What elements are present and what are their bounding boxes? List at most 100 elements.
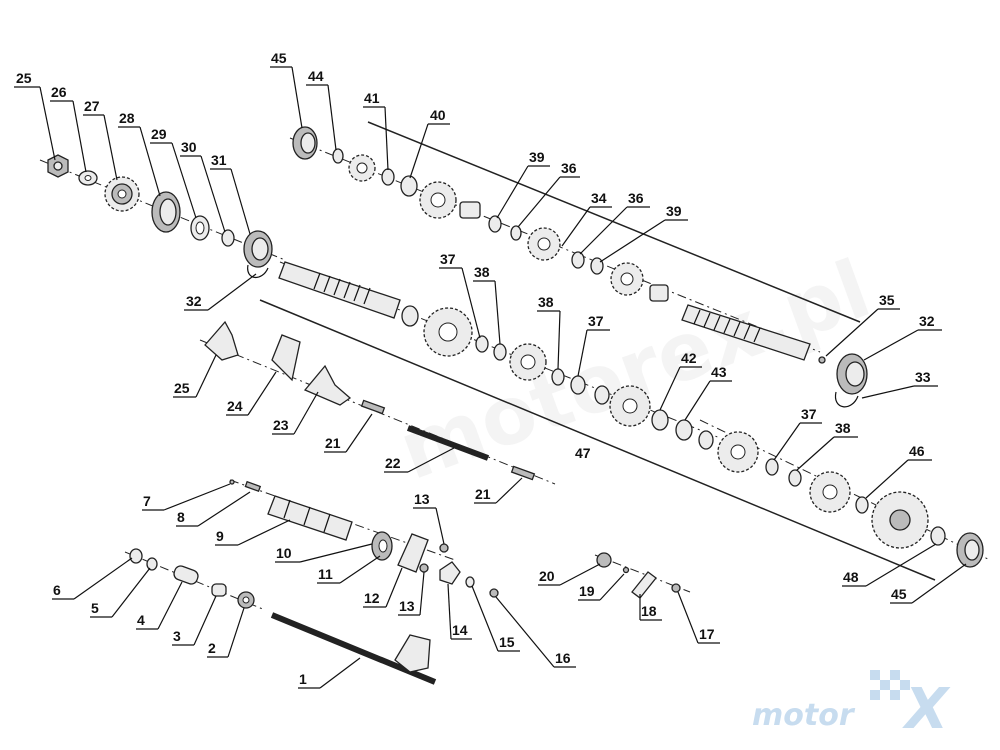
callout-14: 14 [447, 583, 472, 640]
part-12-plate [397, 533, 429, 573]
callout-17: 17 [677, 591, 720, 644]
callout-12: 12 [363, 567, 403, 608]
part-40-washer [400, 175, 418, 197]
callout-38a: 38 [473, 264, 501, 345]
part-38-washer [493, 343, 507, 361]
part-32-bearing-right [836, 353, 868, 395]
callout-9: 9 [215, 519, 291, 546]
svg-text:19: 19 [579, 583, 595, 599]
gear-lower-1 [717, 431, 759, 473]
countershaft [681, 304, 811, 361]
part-25-shift-fork [204, 320, 239, 361]
callout-21b: 21 [474, 477, 523, 504]
svg-text:9: 9 [216, 528, 224, 544]
part-45-bearing [292, 126, 318, 160]
svg-text:18: 18 [641, 603, 657, 619]
callout-5: 5 [90, 567, 151, 618]
bushing-main [401, 305, 419, 327]
part-2-spring [237, 591, 255, 609]
part-7-pin [229, 479, 235, 485]
svg-text:1: 1 [299, 671, 307, 687]
svg-text:3: 3 [173, 628, 181, 644]
svg-text:10: 10 [276, 545, 292, 561]
svg-text:6: 6 [53, 582, 61, 598]
checkered-flag-icon [870, 670, 910, 700]
svg-text:36: 36 [628, 190, 644, 206]
part-39-washer [488, 215, 502, 233]
svg-text:41: 41 [364, 90, 380, 106]
svg-text:38: 38 [474, 264, 490, 280]
callout-29: 28 [118, 110, 161, 197]
part-23-shift-fork [303, 364, 352, 406]
part-30-collar [190, 215, 210, 241]
gear-main-2 [509, 343, 547, 381]
callout-23: 23 [272, 391, 319, 435]
callout-35: 35 [825, 292, 900, 357]
callout-38b: 38 [537, 294, 561, 370]
part-3-collar [211, 583, 227, 597]
callout-39a: 39 [496, 149, 550, 219]
callout-19: 19 [578, 573, 625, 601]
svg-text:38: 38 [538, 294, 554, 310]
svg-text:12: 12 [364, 590, 380, 606]
svg-text:37: 37 [801, 406, 817, 422]
callout-45b: 45 [890, 563, 967, 604]
part-32-bearing [243, 230, 273, 268]
part-46-washer [855, 496, 869, 514]
svg-text:25: 25 [16, 70, 32, 86]
bushing-lower [698, 430, 714, 450]
callout-16: 16 [495, 596, 576, 668]
svg-text:32: 32 [919, 313, 935, 329]
callout-18: 18 [639, 594, 662, 621]
callout-13b: 13 [398, 571, 425, 616]
gear-top-3 [527, 227, 561, 261]
part-13-bolt-b [419, 563, 429, 573]
part-16-bolt [489, 588, 499, 598]
callout-labels: 25 26 27 28 29 30 31 32 45 44 41 40 39 3… [14, 50, 967, 689]
gear-lower-2 [809, 471, 851, 513]
callout-20: 20 [538, 563, 601, 586]
svg-text:21: 21 [325, 435, 341, 451]
svg-text:21: 21 [475, 486, 491, 502]
part-17-bolt [671, 583, 681, 593]
callout-32: 31 [210, 152, 251, 235]
svg-text:5: 5 [91, 600, 99, 616]
svg-text:16: 16 [555, 650, 571, 666]
svg-text:32: 32 [186, 293, 202, 309]
callout-41: 41 [363, 90, 389, 171]
gear-top-2 [419, 181, 457, 219]
callout-3: 3 [172, 595, 217, 646]
logo-mark: X [902, 677, 951, 742]
svg-text:46: 46 [909, 443, 925, 459]
part-20-spring [596, 552, 612, 568]
svg-text:13: 13 [414, 491, 430, 507]
callout-37b: 37 [577, 313, 610, 377]
callout-33b: 33 [861, 369, 938, 399]
part-1-shift-shaft [270, 612, 437, 685]
callout-43: 43 [684, 364, 732, 421]
svg-text:35: 35 [879, 292, 895, 308]
callout-37a: 37 [439, 251, 481, 339]
part-29-oil-seal [151, 191, 181, 233]
gear-main-1 [423, 307, 473, 357]
svg-text:22: 22 [385, 455, 401, 471]
part-31-o-ring [221, 229, 235, 247]
svg-text:13: 13 [399, 598, 415, 614]
svg-text:40: 40 [430, 107, 446, 123]
svg-text:23: 23 [273, 417, 289, 433]
callout-31: 30 [180, 139, 226, 233]
callout-21a: 21 [324, 413, 373, 453]
callout-37c: 37 [773, 406, 822, 461]
svg-text:29: 29 [151, 126, 167, 142]
part-24-shift-fork [271, 334, 301, 382]
callout-46: 46 [865, 443, 932, 499]
part-38-washer-b [551, 368, 565, 386]
part-8-pin [244, 480, 262, 493]
gear-small-top [348, 154, 376, 182]
part-33-circlip [247, 264, 269, 278]
callout-1: 1 [298, 657, 361, 689]
callout-45: 45 [270, 50, 303, 129]
callout-28: 27 [83, 98, 118, 181]
part-35-ball [818, 356, 826, 364]
